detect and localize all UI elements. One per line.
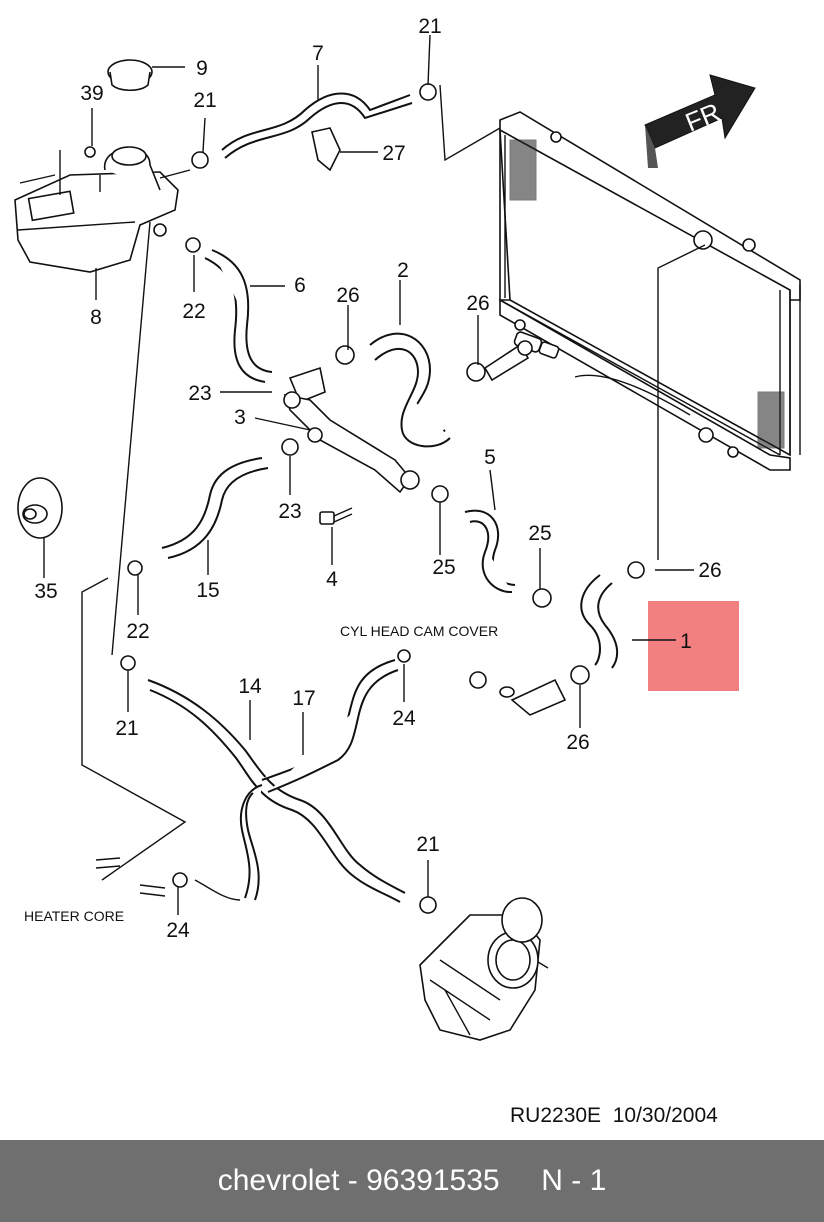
- part-1-highlight: [648, 601, 739, 691]
- callout-8: 8: [90, 306, 102, 329]
- callout-27: 27: [382, 142, 405, 165]
- separator: -: [339, 1164, 367, 1197]
- hose-1: [580, 574, 601, 666]
- water-outlet: [469, 665, 590, 716]
- brand-name: chevrolet: [217, 1164, 340, 1197]
- callout-21: 21: [418, 15, 441, 38]
- part-info-banner: chevrolet - 96391535 N - 1: [0, 1140, 824, 1222]
- diagram-position: N - 1: [541, 1164, 607, 1197]
- callout-26: 26: [466, 292, 489, 315]
- callout-9: 9: [196, 57, 208, 80]
- callout-5: 5: [484, 446, 496, 469]
- callout-1: 1: [680, 630, 692, 653]
- radiator: [499, 111, 801, 471]
- coolant-reservoir: [14, 146, 191, 273]
- callout-4: 4: [326, 568, 338, 591]
- bracket-27: [311, 127, 341, 172]
- callout-39: 39: [80, 82, 103, 105]
- hose-15: [161, 457, 263, 549]
- front-arrow-icon: FR: [644, 74, 756, 168]
- callout-21: 21: [115, 717, 138, 740]
- callout-6: 6: [294, 274, 306, 297]
- callout-25: 25: [432, 556, 455, 579]
- callout-26: 26: [566, 731, 589, 754]
- callout-3: 3: [234, 406, 246, 429]
- callout-22: 22: [182, 300, 205, 323]
- callout-23: 23: [188, 382, 211, 405]
- callout-15: 15: [196, 579, 219, 602]
- callout-7: 7: [312, 42, 324, 65]
- heater-core-note: HEATER CORE: [24, 908, 124, 924]
- callout-24: 24: [166, 919, 190, 942]
- drawing-reference: RU2230E 10/30/2004: [510, 1104, 718, 1127]
- callout-22: 22: [126, 620, 149, 643]
- plug-35: [17, 477, 63, 539]
- callout-21: 21: [193, 89, 216, 112]
- bolt-4: [319, 507, 353, 525]
- callout-25: 25: [528, 522, 551, 545]
- reservoir-cap: [107, 59, 185, 92]
- callout-23: 23: [278, 500, 301, 523]
- callout-24: 24: [392, 707, 416, 730]
- cam-cover-note: CYL HEAD CAM COVER: [340, 623, 498, 639]
- part-number: 96391535: [366, 1164, 500, 1197]
- heater-core-pipes: [95, 857, 166, 897]
- leader-lines: [43, 34, 706, 915]
- coolant-system-diagram: FR: [14, 15, 801, 1127]
- throttle-body: [419, 897, 549, 1041]
- callout-21: 21: [416, 833, 439, 856]
- callout-26: 26: [698, 559, 721, 582]
- callout-17: 17: [292, 687, 315, 710]
- water-pipe-3: [283, 366, 420, 494]
- callout-35: 35: [34, 580, 57, 603]
- callout-26: 26: [336, 284, 359, 307]
- callout-14: 14: [238, 675, 262, 698]
- callout-2: 2: [397, 259, 409, 282]
